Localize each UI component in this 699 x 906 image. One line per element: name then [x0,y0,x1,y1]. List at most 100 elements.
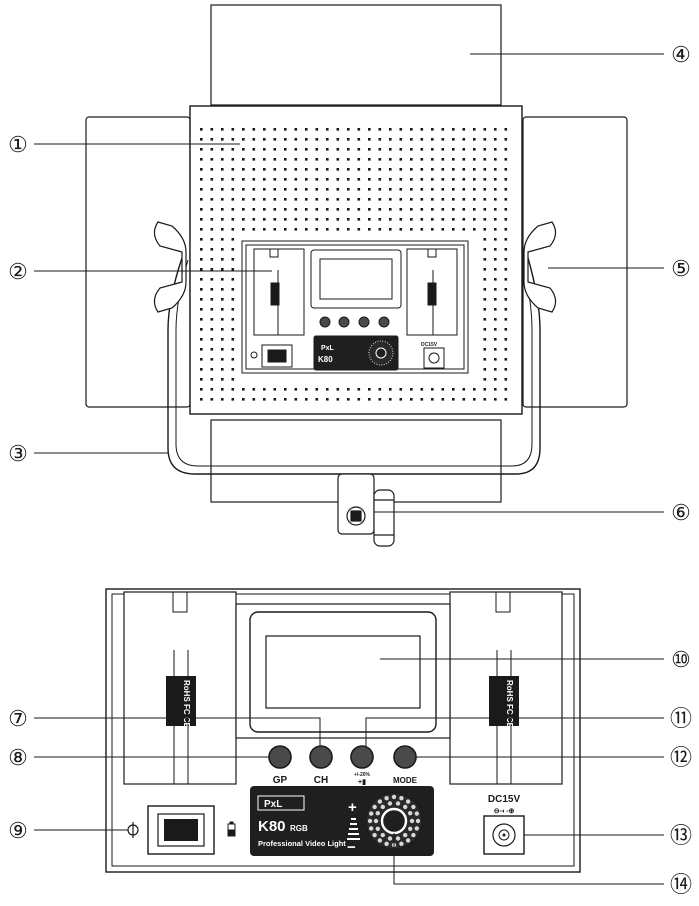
led-dot [378,208,382,211]
led-dot [231,178,235,181]
led-dot [378,198,382,201]
led-dot [483,318,487,321]
led-dot [357,148,361,151]
led-dot [494,378,497,381]
dc-polarity-icon: ⊖-◐-⊕ [494,808,515,815]
led-dot [378,168,382,171]
led-dot [221,148,224,151]
barn-door-right [522,116,628,408]
brightness-label-top: +/-20% [354,772,371,778]
led-dot [452,178,455,181]
gp-button[interactable] [268,745,292,769]
knob-grip-dot [414,811,419,816]
led-dot [336,138,340,141]
mode-button[interactable] [393,745,417,769]
led-dot [231,328,235,331]
led-dot [462,168,466,171]
led-dot [504,318,508,321]
led-dot [252,178,256,181]
led-dot [326,158,329,161]
led-dot [483,258,487,261]
led-dot [504,248,508,251]
led-dot [452,218,455,221]
led-dot [231,218,235,221]
led-dot [242,398,245,401]
led-dot [483,198,487,201]
led-dot [231,358,235,361]
led-dot [273,198,277,201]
handle-left [153,221,187,313]
led-dot [221,208,224,211]
led-dot [263,178,266,181]
led-dot [305,158,308,161]
callout-labels: ① ② ③ ④ ⑤ ⑥ ⑦ ⑧ ⑨ ⑩ ⑪ ⑫ ⑬ ⑭ [8,42,692,897]
led-dot [231,318,235,321]
led-dot [326,198,329,201]
knob-grip-dot [403,832,408,838]
plus-symbol: + [348,799,357,816]
led-dot [210,188,214,191]
ch-button[interactable] [309,745,333,769]
led-dot [221,398,224,401]
led-dot [357,228,361,231]
dimmer-knob[interactable] [365,792,423,850]
led-dot [483,388,487,391]
led-dot [473,208,476,211]
led-dot [200,298,203,301]
led-dot [378,128,382,131]
brightness-step-button[interactable] [350,745,374,769]
led-dot [315,198,319,201]
barn-door-top [210,4,502,106]
knob-grip-dot [380,804,385,810]
led-dot [221,198,224,201]
led-dot [221,348,224,351]
led-dot [315,178,319,181]
led-dot [483,288,487,291]
led-dot [483,128,487,131]
led-dot [273,158,277,161]
led-dot [273,388,277,391]
led-dot [210,138,214,141]
led-dot [483,378,487,381]
led-dot [368,128,371,131]
led-dot [441,188,445,191]
led-dot [452,128,455,131]
led-dot [200,188,203,191]
led-dot [242,128,245,131]
led-dot [210,368,214,371]
power-switch[interactable] [147,805,215,855]
led-dot [294,218,298,221]
led-dot [231,138,235,141]
dc-input-port[interactable] [483,815,525,855]
led-dot [494,278,497,281]
knob-grip-dot [411,832,416,838]
led-dot [483,178,487,181]
led-dot [504,268,508,271]
callout-11: ⑪ [670,706,692,731]
led-dot [200,138,203,141]
led-dot [200,198,203,201]
led-dot [284,228,287,231]
led-dot [483,348,487,351]
led-dot [504,388,508,391]
led-dot [210,288,214,291]
led-dot [483,338,487,341]
led-dot [221,288,224,291]
led-dot [357,158,361,161]
led-dot [200,268,203,271]
led-dot [294,398,298,401]
led-dot [242,208,245,211]
led-dot [473,148,476,151]
led-dot [284,188,287,191]
led-dot [494,298,497,301]
led-dot [357,128,361,131]
led-dot [473,228,476,231]
led-dot [504,308,508,311]
knob-grip-dot [403,804,408,810]
led-dot [221,298,224,301]
led-dot [200,208,203,211]
led-dot [273,148,277,151]
led-dot [284,398,287,401]
led-dot [494,308,497,311]
handle-right [523,221,557,313]
